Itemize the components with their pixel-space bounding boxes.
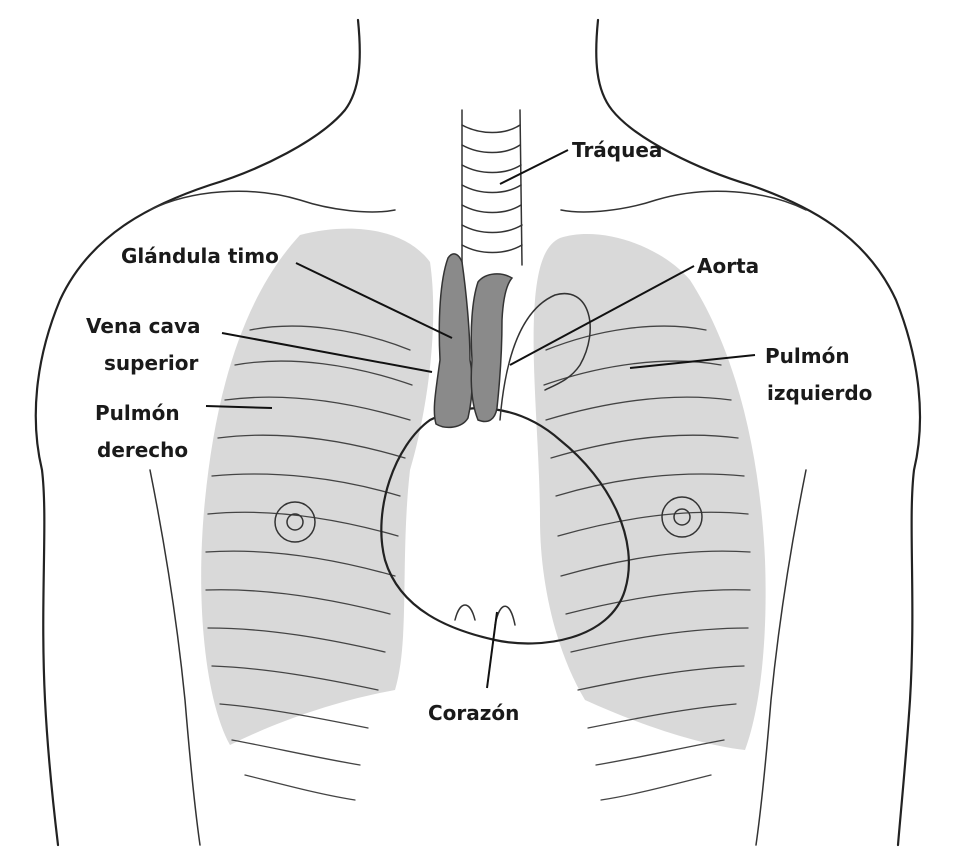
leader-heart [487, 612, 497, 688]
label-trachea: Tráquea [572, 138, 662, 162]
label-left-lung-line1: Pulmón [765, 344, 850, 368]
label-vena-cava-line1: Vena cava [86, 314, 201, 338]
leader-trachea [500, 150, 568, 184]
label-left-lung-line2: izquierdo [767, 381, 872, 405]
thymus-gland [434, 254, 472, 427]
left-arm-line [150, 470, 200, 845]
right-shoulder-curve [561, 191, 806, 212]
label-heart: Corazón [428, 701, 519, 725]
trachea [462, 110, 522, 265]
label-vena-cava-line2: superior [104, 351, 198, 375]
label-aorta: Aorta [697, 254, 759, 278]
label-right-lung-line1: Pulmón [95, 401, 180, 425]
label-right-lung-line2: derecho [97, 438, 188, 462]
thymus-gland-lobe [471, 274, 512, 422]
right-arm-line [756, 470, 806, 845]
label-thymus: Glándula timo [121, 244, 279, 268]
heart-apex-detail [455, 605, 515, 625]
